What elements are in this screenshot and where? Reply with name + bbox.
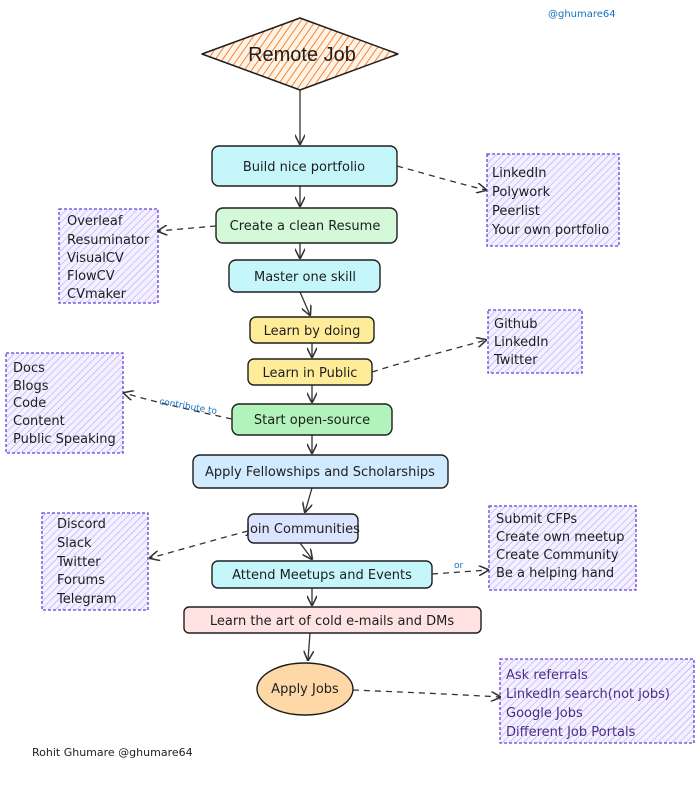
side-item: Be a helping hand bbox=[496, 566, 614, 581]
step-label: Apply Jobs bbox=[271, 682, 339, 697]
step-apply-fellowships: Apply Fellowships and Scholarships bbox=[192, 454, 449, 489]
main-arrows bbox=[300, 90, 312, 660]
edge-label-or: or bbox=[454, 561, 464, 571]
handle-label: @ghumare64 bbox=[548, 9, 616, 20]
side-item: Polywork bbox=[492, 185, 551, 200]
step-label: Master one skill bbox=[254, 270, 356, 285]
side-item: Twitter bbox=[56, 555, 101, 570]
edge-label-contribute: contribute to bbox=[158, 397, 218, 417]
side-item: FlowCV bbox=[67, 269, 115, 284]
side-item: Slack bbox=[57, 536, 92, 551]
side-item: Content bbox=[13, 414, 65, 429]
author-credit: Rohit Ghumare @ghumare64 bbox=[32, 746, 193, 759]
side-box-portfolio: LinkedIn Polywork Peerlist Your own port… bbox=[486, 153, 620, 247]
step-join-communities: Join Communities bbox=[245, 513, 360, 544]
side-item: VisualCV bbox=[67, 251, 124, 266]
side-box-public: Github LinkedIn Twitter bbox=[487, 309, 583, 374]
step-label: Apply Fellowships and Scholarships bbox=[205, 465, 435, 480]
side-item: CVmaker bbox=[67, 287, 127, 302]
step-learn-in-public: Learn in Public bbox=[247, 358, 373, 386]
step-create-resume: Create a clean Resume bbox=[215, 207, 398, 244]
step-label: Create a clean Resume bbox=[230, 219, 381, 234]
side-item: Google Jobs bbox=[506, 706, 583, 721]
side-item: Forums bbox=[57, 573, 105, 588]
side-item: Blogs bbox=[13, 379, 49, 394]
side-box-resume: Overleaf Resuminator VisualCV FlowCV CVm… bbox=[58, 208, 159, 304]
title-label: Remote Job bbox=[248, 44, 356, 66]
step-label: Learn the art of cold e-mails and DMs bbox=[210, 614, 454, 629]
step-attend-meetups: Attend Meetups and Events bbox=[211, 560, 433, 589]
step-build-portfolio: Build nice portfolio bbox=[211, 145, 398, 187]
side-item: Twitter bbox=[493, 353, 538, 368]
step-cold-emails: Learn the art of cold e-mails and DMs bbox=[183, 606, 482, 634]
side-item: LinkedIn search(not jobs) bbox=[506, 687, 670, 702]
side-item: Ask referrals bbox=[506, 668, 588, 683]
side-item: Different Job Portals bbox=[506, 725, 636, 740]
side-item: LinkedIn bbox=[494, 335, 548, 350]
side-item: Resuminator bbox=[67, 233, 150, 248]
side-item: Peerlist bbox=[492, 204, 540, 219]
step-label: Start open-source bbox=[254, 413, 370, 428]
steps: Build nice portfolio Create a clean Resu… bbox=[183, 145, 482, 716]
dashed-connectors bbox=[124, 165, 500, 697]
step-learn-by-doing: Learn by doing bbox=[249, 316, 375, 344]
step-label: Attend Meetups and Events bbox=[232, 568, 412, 583]
side-item: Telegram bbox=[56, 592, 117, 607]
side-item: Github bbox=[494, 317, 538, 332]
step-apply-jobs: Apply Jobs bbox=[256, 662, 354, 716]
side-item: Discord bbox=[57, 517, 106, 532]
side-item: Create Community bbox=[496, 548, 619, 563]
side-item: Public Speaking bbox=[13, 432, 116, 447]
side-item: Submit CFPs bbox=[496, 512, 577, 527]
side-box-meetups: Submit CFPs Create own meetup Create Com… bbox=[488, 505, 637, 591]
side-item: LinkedIn bbox=[492, 166, 546, 181]
side-item: Docs bbox=[13, 361, 45, 376]
step-label: Learn in Public bbox=[263, 366, 358, 381]
step-label: Join Communities bbox=[245, 522, 360, 537]
step-label: Learn by doing bbox=[264, 324, 361, 339]
side-box-jobs: Ask referrals LinkedIn search(not jobs) … bbox=[499, 658, 695, 744]
step-start-open-source: Start open-source bbox=[231, 403, 393, 436]
title-node: Remote Job bbox=[201, 17, 399, 91]
side-item: Create own meetup bbox=[496, 530, 625, 545]
side-item: Overleaf bbox=[67, 214, 123, 229]
step-label: Build nice portfolio bbox=[243, 160, 365, 175]
side-box-communities: Discord Slack Twitter Forums Telegram bbox=[41, 512, 149, 611]
side-item: Code bbox=[13, 396, 46, 411]
step-master-skill: Master one skill bbox=[228, 259, 381, 293]
side-box-opensource: Docs Blogs Code Content Public Speaking bbox=[5, 352, 124, 454]
side-item: Your own portfolio bbox=[491, 223, 609, 238]
